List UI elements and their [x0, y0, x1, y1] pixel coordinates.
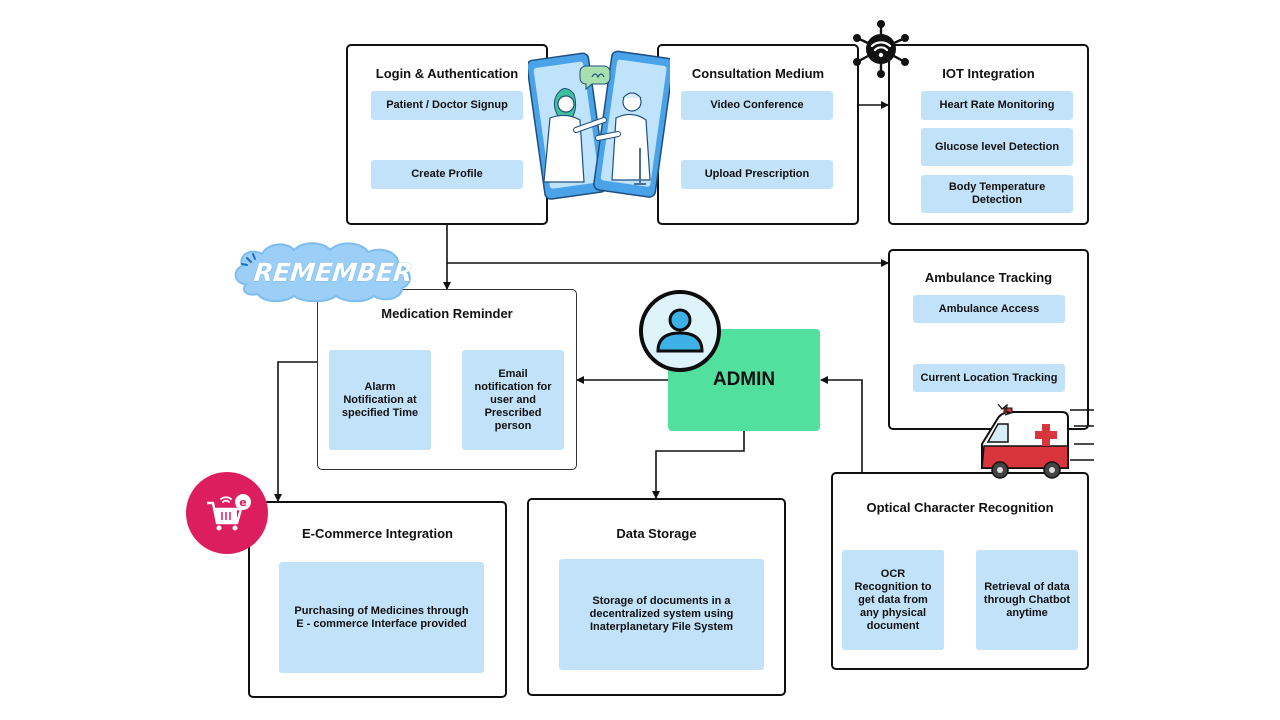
wifi-network-icon — [853, 20, 909, 78]
login-box: Login & Authentication — [346, 44, 548, 225]
ambulance-access-pill: Ambulance Access — [913, 295, 1065, 323]
admin-node: ADMIN — [668, 329, 820, 431]
arrow-ocr-to-admin — [820, 376, 863, 472]
upload-prescription-pill: Upload Prescription — [681, 160, 833, 189]
arrow-reminder-to-ecommerce — [274, 361, 318, 502]
ocr-title: Optical Character Recognition — [866, 500, 1054, 515]
ambulance-icon — [981, 404, 1094, 479]
body-temperature-pill: Body Temperature Detection — [921, 175, 1073, 213]
consultation-box: Consultation Medium — [657, 44, 859, 225]
signup-pill: Patient / Doctor Signup — [371, 91, 523, 120]
glucose-pill: Glucose level Detection — [921, 128, 1073, 166]
heart-rate-pill: Heart Rate Monitoring — [921, 91, 1073, 120]
storage-description-pill: Storage of documents in a decentralized … — [559, 559, 764, 670]
ambulance-title: Ambulance Tracking — [924, 270, 1053, 285]
login-title: Login & Authentication — [375, 66, 519, 81]
admin-user-icon — [639, 290, 721, 372]
consultation-title: Consultation Medium — [691, 66, 825, 81]
remember-cloud-icon — [234, 242, 411, 302]
ecommerce-purchase-pill: Purchasing of Medicines through E - comm… — [279, 562, 484, 673]
create-profile-pill: Create Profile — [371, 160, 523, 189]
chatbot-retrieval-pill: Retrieval of data through Chatbot anytim… — [976, 550, 1078, 650]
video-conference-pill: Video Conference — [681, 91, 833, 120]
remember-label: REMEMBER — [252, 258, 415, 287]
arrow-admin-to-storage — [652, 431, 745, 499]
ambulance-box: Ambulance Tracking — [888, 249, 1089, 430]
svg-text:e: e — [239, 496, 246, 509]
location-tracking-pill: Current Location Tracking — [913, 364, 1065, 392]
doctor-patient-video-call-icon — [528, 50, 670, 200]
ecommerce-cart-icon: e — [186, 472, 268, 554]
ocr-recognition-pill: OCR Recognition to get data from any phy… — [842, 550, 944, 650]
ecommerce-title: E-Commerce Integration — [302, 526, 453, 541]
iot-title: IOT Integration — [942, 66, 1035, 81]
alarm-notification-pill: Alarm Notification at specified Time — [329, 350, 431, 450]
email-notification-pill: Email notification for user and Prescrib… — [462, 350, 564, 450]
reminder-title: Medication Reminder — [381, 306, 513, 321]
storage-title: Data Storage — [616, 526, 697, 541]
